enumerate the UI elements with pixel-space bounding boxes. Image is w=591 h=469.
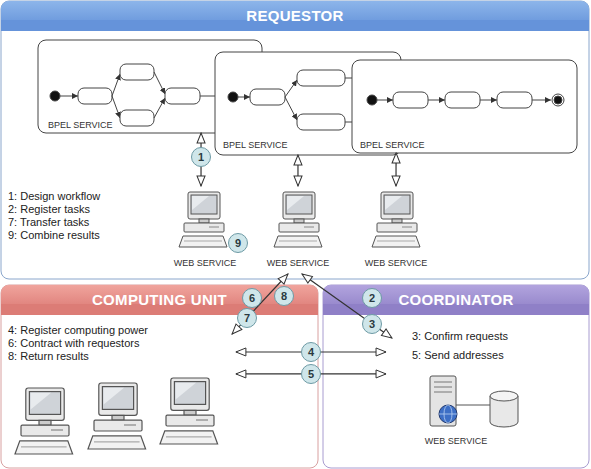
workflow-drawing [532,100,551,101]
coordinator-panel-shape [323,285,589,468]
step-item: 4: Register computing power [8,324,148,336]
coordinator-panel-shape [323,285,589,315]
workflow-drawing [480,100,497,101]
requestor-panel-shape [1,1,589,279]
workflow-drawing [554,96,562,104]
service-label: BPEL SERVICE [48,120,113,130]
coordinator-panel-shape [323,285,589,468]
workflow-drawing [78,88,112,104]
service-label: WEB SERVICE [425,436,487,446]
workflow-drawing [238,97,250,98]
workflow-drawing [352,60,577,153]
workflow-drawing [120,64,154,80]
callout-number: 7 [237,308,257,328]
step-item: 1: Design workflow [8,190,100,202]
computing-unit-panel: COMPUTING UNIT 4: Register computing powe… [1,285,318,468]
computer-icon [15,388,73,454]
callout-number: 6 [242,288,262,308]
web-service-node: WEB SERVICE [418,372,494,448]
workflow-drawing [120,110,154,126]
computing-unit-panel-shape [1,285,318,315]
workflow-drawing [367,95,377,105]
computer-icon [88,383,146,449]
server-icon [434,392,452,393]
computer-icon [179,192,227,247]
coordinator-panel: COORDINATOR 3: Confirm requests 5: Send ad… [323,285,589,468]
server-icon [439,414,457,415]
workflow-drawing [165,88,200,104]
callout-number: 8 [274,286,294,306]
callout-number: 2 [362,288,382,308]
server-icon [430,376,490,426]
step-item: 2: Register tasks [8,203,90,215]
computer-icon [274,192,322,247]
server-icon [456,405,490,406]
workflow-drawing [112,96,120,118]
workflow-drawing [154,72,165,94]
server-icon [434,382,452,383]
panel-title: COMPUTING UNIT [92,291,227,308]
bpel-service-box: BPEL SERVICE [352,60,577,153]
bpel-service-box: BPEL SERVICE [38,40,262,133]
callout-number: 3 [362,314,382,334]
requestor-panel-shape [1,1,589,279]
connector-arrow [302,274,392,338]
step-item: 3: Confirm requests [412,330,508,342]
callout-number: 9 [228,233,248,253]
workflow-drawing [154,98,165,118]
web-service-node: WEB SERVICE [262,186,334,274]
workflow-drawing [428,100,445,101]
workflow-drawing [377,100,393,101]
connector-arrow [395,153,396,186]
callout-number: 5 [301,364,321,384]
connector-arrow [297,155,298,186]
workflow-drawing [60,96,78,97]
step-item: 9: Combine results [8,229,100,241]
workflow-drawing [228,92,238,102]
workflow-drawing [445,92,480,108]
workflow-drawing [285,80,297,97]
service-label: BPEL SERVICE [360,140,425,150]
workflow-drawing [297,114,345,130]
service-label: BPEL SERVICE [223,140,288,150]
server-icon [430,376,456,426]
step-item: 5: Send addresses [412,349,504,361]
computer-icon [372,192,420,247]
server-icon [434,387,452,388]
server-icon [439,405,457,423]
database-icon [490,391,518,427]
callout-number: 4 [301,342,321,362]
workflow-drawing [250,89,285,105]
computing-unit-panel-shape [1,285,318,468]
step-item: 7: Transfer tasks [8,216,89,228]
web-service-node: WEB SERVICE [360,186,432,274]
computing-unit-panel-shape [1,285,318,468]
requestor-panel: REQUESTOR 1: Design workflow2: Register t… [1,1,589,279]
database-icon [490,391,518,401]
workflow-drawing [552,94,564,106]
web-service-node: WEB SERVICE [168,186,242,274]
service-label: WEB SERVICE [365,258,427,268]
requestor-panel-shape [1,1,589,31]
workflow-drawing [393,92,428,108]
workflow-drawing [112,74,120,96]
service-label: WEB SERVICE [174,258,236,268]
workflow-drawing [297,70,345,86]
panel-title: COORDINATOR [398,291,513,308]
panel-title: REQUESTOR [246,7,343,24]
workflow-drawing [497,92,532,108]
bpel-service-box: BPEL SERVICE [215,52,401,155]
step-item: 6: Contract with requestors [8,337,139,349]
workflow-drawing [50,91,60,101]
callout-number: 1 [191,147,211,167]
workflow-drawing [285,97,297,120]
service-label: WEB SERVICE [267,258,329,268]
computer-icon [160,378,218,444]
step-item: 8: Return results [8,350,89,362]
workflow-drawing [352,60,577,153]
